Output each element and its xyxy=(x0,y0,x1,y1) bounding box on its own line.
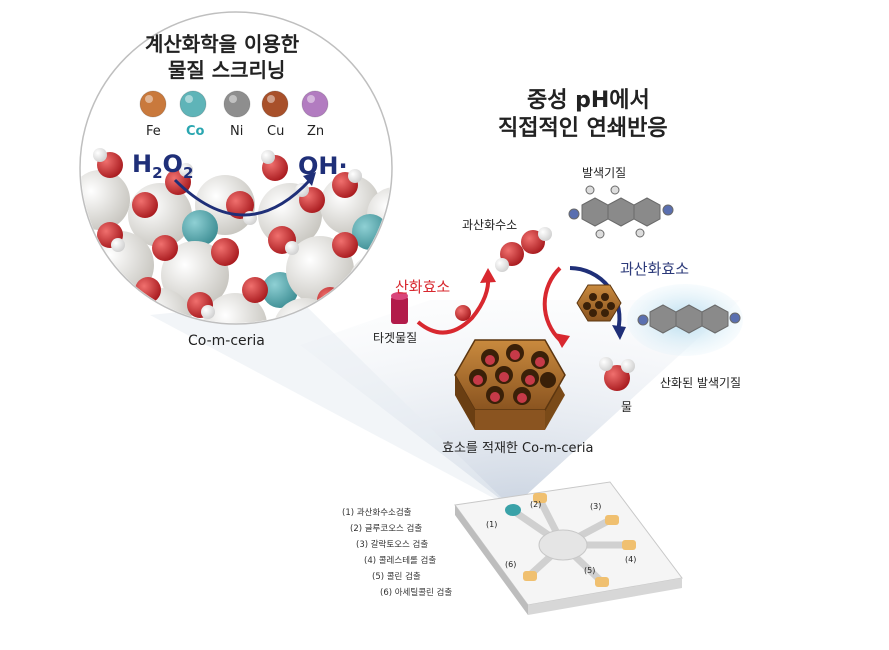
detection-item: (6) 아세틸콜린 검출 xyxy=(380,588,453,598)
port-label-6: (6) xyxy=(505,560,517,569)
screening-title-line1: 계산화학을 이용한 xyxy=(145,32,300,56)
substrate-label: 발색기질 xyxy=(582,166,627,180)
formula-o: O xyxy=(162,150,183,178)
element-sphere-cu xyxy=(261,90,289,118)
small-hexagon-catalyst xyxy=(576,284,622,322)
element-sphere-highlight xyxy=(307,95,315,103)
detection-list: (1) 과산화수소검출 (2) 글루코오스 검출 (3) 갈락토오스 검출 (4… xyxy=(342,505,452,601)
detection-item: (5) 콜린 검출 xyxy=(372,572,421,582)
peroxidase-red-head xyxy=(554,333,570,348)
microfluidic-chip xyxy=(454,481,683,615)
formula-h: H xyxy=(132,150,153,178)
port-label-5: (5) xyxy=(584,566,596,575)
element-sphere-co xyxy=(179,90,207,118)
element-label-ni: Ni xyxy=(230,124,244,139)
port-label-4: (4) xyxy=(625,555,637,564)
peroxidase-label: 과산화효소 xyxy=(620,260,690,278)
port-label-2: (2) xyxy=(530,500,542,509)
oxidase-arrow xyxy=(416,275,491,335)
element-sphere-ni xyxy=(223,90,251,118)
detection-item: (3) 갈락토오스 검출 xyxy=(356,540,429,550)
element-label-zn: Zn xyxy=(307,124,325,139)
target-label: 타겟물질 xyxy=(373,331,418,345)
peroxide-label: 과산화수소 xyxy=(462,218,518,232)
formula-sub-2: 2 xyxy=(182,163,194,182)
peroxidase-blue-head xyxy=(612,325,626,340)
intermediate-atom xyxy=(455,305,471,321)
h2o2-molecule xyxy=(495,227,552,272)
h2o2-to-oh-arrow xyxy=(173,178,312,217)
element-legend xyxy=(139,90,329,118)
reaction-heading-line1: 중성 pH에서 xyxy=(527,88,650,113)
port-label-3: (3) xyxy=(590,502,602,511)
peroxidase-cycle-red xyxy=(542,266,562,342)
element-sphere-highlight xyxy=(185,95,193,103)
oxidase-arrow-head xyxy=(480,268,496,283)
substrate-molecule xyxy=(568,185,674,239)
water-label: 물 xyxy=(621,400,633,414)
reaction-heading-line2: 직접적인 연쇄반응 xyxy=(498,116,668,141)
catalyst-label: 효소를 적재한 Co-m-ceria xyxy=(442,441,594,456)
target-material-icon xyxy=(391,292,408,324)
element-label-cu: Cu xyxy=(267,124,285,139)
detection-item: (4) 콜레스테롤 검출 xyxy=(364,556,437,566)
element-label-fe: Fe xyxy=(146,124,161,139)
detection-item: (1) 과산화수소검출 xyxy=(342,508,412,518)
formula-sub-1: 2 xyxy=(152,163,163,182)
oxidized-substrate-label: 산화된 발색기질 xyxy=(660,376,742,390)
port-label-1: (1) xyxy=(486,520,498,529)
oxidized-substrate-molecule xyxy=(627,284,743,356)
oxidase-label: 산화효소 xyxy=(395,278,451,296)
element-sphere-highlight xyxy=(229,95,237,103)
oh-radical-label: OH· xyxy=(298,152,348,180)
element-sphere-zn xyxy=(301,90,329,118)
element-sphere-fe xyxy=(139,90,167,118)
co-m-ceria-label: Co-m-ceria xyxy=(188,333,265,349)
detection-item: (2) 글루코오스 검출 xyxy=(350,524,423,534)
element-sphere-highlight xyxy=(267,95,275,103)
h2o2-arrow-head xyxy=(303,172,316,186)
h2o2-formula: H2O2 xyxy=(132,150,193,182)
large-hexagon-catalyst xyxy=(454,339,566,430)
projection-cone-left xyxy=(150,300,512,508)
element-sphere-highlight xyxy=(145,95,153,103)
screening-title-line2: 물질 스크리닝 xyxy=(168,58,286,82)
water-molecule xyxy=(599,357,635,391)
element-label-co: Co xyxy=(186,124,205,139)
